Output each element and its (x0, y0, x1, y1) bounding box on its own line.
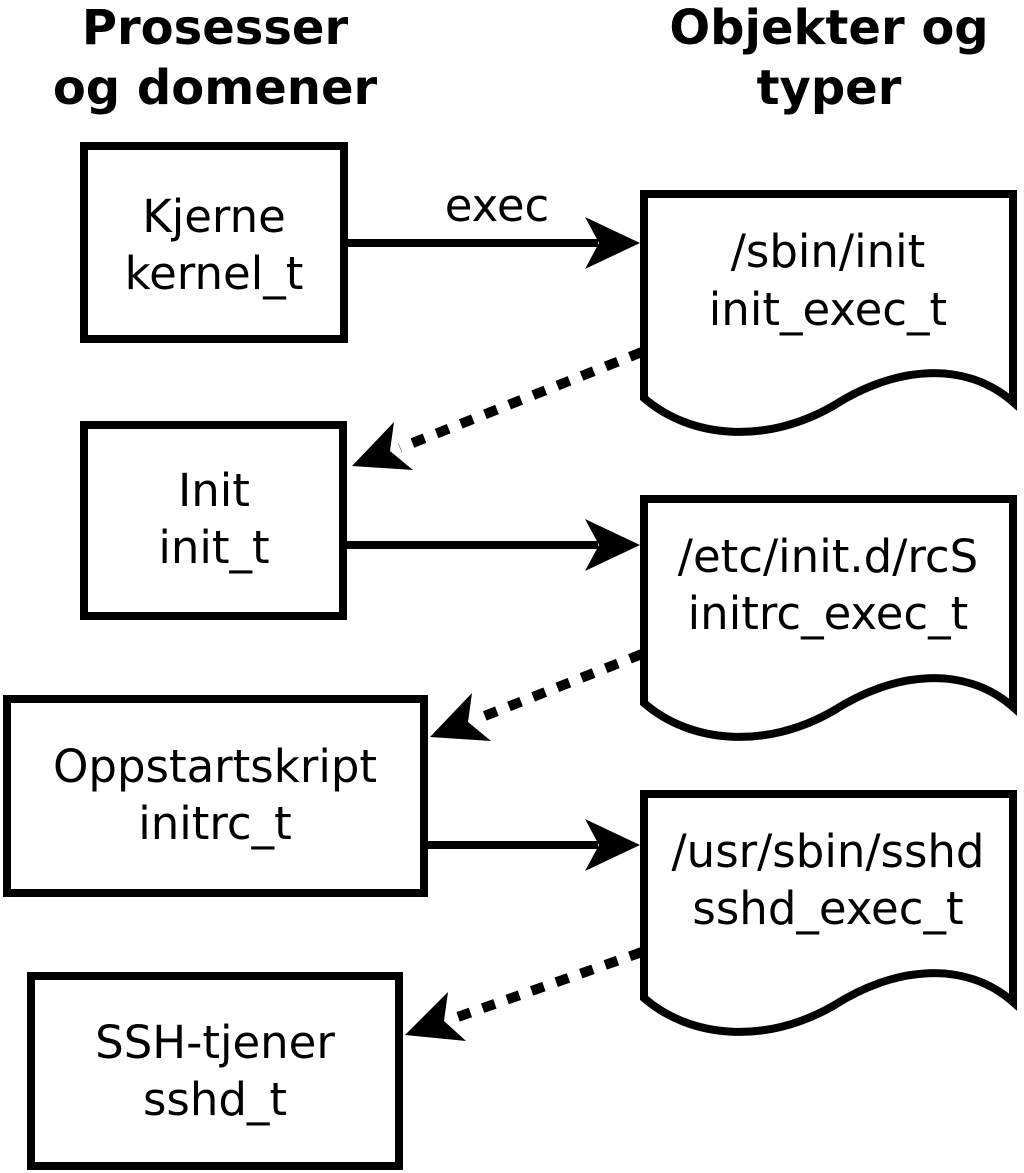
object-node-etc-initd-rcs: /etc/init.d/rcS initrc_exec_t (640, 495, 1017, 741)
transition-arrow-shaft-2 (475, 649, 644, 724)
process-node-kjerne: Kjerne kernel_t (80, 142, 348, 343)
exec-arrowhead-3-icon (585, 819, 640, 871)
object-type-etc-initd-rcs: initrc_exec_t (688, 587, 969, 640)
process-box-oppstartskript (3, 695, 428, 897)
process-box-kjerne (80, 142, 348, 343)
process-domain-init: init_t (158, 521, 269, 574)
process-name-ssh-tjener: SSH-tjener (95, 1016, 335, 1069)
document-shape-sbin-init (640, 190, 1017, 436)
object-node-sbin-init: /sbin/init init_exec_t (640, 190, 1017, 436)
exec-arrow-kjerne-to-sbin-init: exec (344, 179, 640, 269)
process-domain-oppstartskript: initrc_t (138, 797, 292, 850)
column-header-left-line1: Prosesser (82, 0, 349, 56)
process-domain-kjerne: kernel_t (125, 247, 304, 300)
column-header-right-line2: typer (757, 60, 902, 116)
exec-arrowhead-1-icon (585, 217, 640, 269)
transition-arrow-sbin-init-to-init (352, 347, 644, 470)
exec-arrowhead-2-icon (585, 519, 640, 571)
transition-arrow-shaft-3 (450, 947, 644, 1024)
process-box-init (80, 421, 347, 620)
object-type-usr-sbin-sshd: sshd_exec_t (692, 882, 963, 935)
transition-arrowhead-1-icon (352, 422, 413, 470)
process-node-ssh-tjener: SSH-tjener sshd_t (27, 972, 403, 1170)
process-name-kjerne: Kjerne (142, 190, 286, 243)
object-type-sbin-init: init_exec_t (709, 283, 947, 336)
transition-arrow-etc-initd-rcs-to-oppstartskript (430, 649, 644, 741)
transition-arrow-shaft-1 (398, 347, 644, 453)
exec-arrow-init-to-etc-initd-rcs (340, 519, 640, 571)
object-path-usr-sbin-sshd: /usr/sbin/sshd (672, 825, 985, 878)
process-node-oppstartskript: Oppstartskript initrc_t (3, 695, 428, 897)
transition-arrowhead-3-icon (405, 992, 466, 1041)
process-domain-ssh-tjener: sshd_t (143, 1073, 287, 1126)
object-path-etc-initd-rcs: /etc/init.d/rcS (678, 530, 978, 583)
document-shape-usr-sbin-sshd (640, 790, 1017, 1036)
process-box-ssh-tjener (27, 972, 403, 1170)
column-header-left: Prosesser og domener (53, 0, 378, 116)
exec-arrow-oppstartskript-to-usr-sbin-sshd (420, 819, 640, 871)
transition-arrowhead-2-icon (430, 693, 491, 741)
column-header-left-line2: og domener (53, 60, 378, 116)
process-node-init: Init init_t (80, 421, 347, 620)
column-header-right: Objekter og typer (669, 0, 988, 116)
transition-arrow-usr-sbin-sshd-to-ssh-tjener (405, 947, 644, 1041)
column-header-right-line1: Objekter og (669, 0, 988, 56)
process-name-oppstartskript: Oppstartskript (53, 740, 377, 793)
exec-arrow-label: exec (445, 179, 550, 232)
document-shape-etc-initd-rcs (640, 495, 1017, 741)
process-name-init: Init (178, 464, 250, 517)
object-node-usr-sbin-sshd: /usr/sbin/sshd sshd_exec_t (640, 790, 1017, 1036)
object-path-sbin-init: /sbin/init (731, 225, 926, 278)
